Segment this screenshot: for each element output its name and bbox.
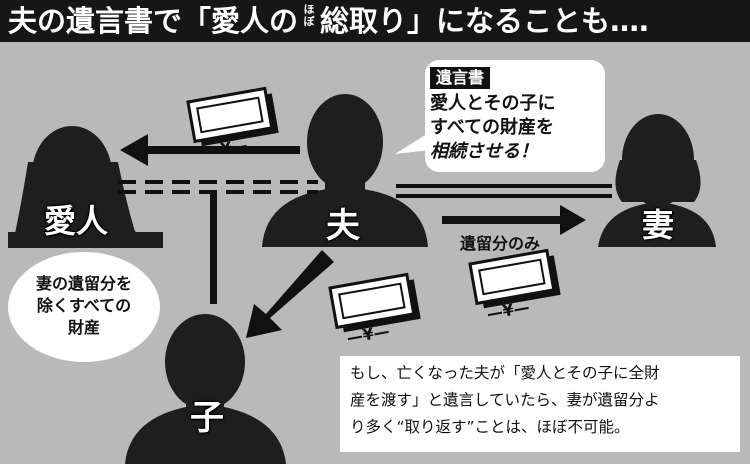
dashed-relation-line xyxy=(118,180,318,194)
title-suffix: 総取り」になることも‥‥ xyxy=(320,4,649,38)
explanation-line-2: 産を渡す」と遺言していたら、妻が遺留分よ xyxy=(350,391,660,409)
wife-silhouette xyxy=(598,114,716,247)
child-label: 子 xyxy=(190,398,224,438)
arrow-to-wife xyxy=(442,205,586,235)
child-line xyxy=(210,192,217,304)
arrow-to-child xyxy=(246,250,334,338)
will-line-1: 愛人とその子に xyxy=(430,93,556,114)
bill-icon-center xyxy=(328,272,421,333)
mistress-share-text: 妻の遺留分を 除くすべての 財産 xyxy=(8,273,160,339)
bill-icon-top xyxy=(186,86,279,147)
reserved-share-label: 遺留分のみ xyxy=(460,234,541,253)
mistress-label: 愛人 xyxy=(44,202,109,240)
mistress-share-line-2: 除くすべての xyxy=(36,296,132,315)
will-line-3: 相続させる！ xyxy=(430,141,538,162)
arrow-to-mistress xyxy=(120,134,300,166)
will-tag: 遺言書 xyxy=(430,67,491,89)
bill-icon-right xyxy=(468,248,561,309)
wife-label: 妻 xyxy=(642,206,675,244)
callout-pointer xyxy=(395,132,430,154)
title-prefix: 夫の遺言書で「愛人の xyxy=(8,4,299,38)
husband-silhouette xyxy=(262,94,428,247)
explanation-line-1: もし、亡くなった夫が「愛人とその子に全財 xyxy=(350,364,660,382)
mistress-share-bubble xyxy=(8,252,160,362)
explanation-line-3: り多く“取り返す”ことは、ほぼ不可能。 xyxy=(350,418,630,436)
title-bar: 夫の遺言書で「愛人のほぼ総取り」になることも‥‥ xyxy=(0,0,750,42)
title-ruby-1: ほ xyxy=(303,3,315,16)
page-title: 夫の遺言書で「愛人のほぼ総取り」になることも‥‥ xyxy=(8,2,649,40)
explanation-text: もし、亡くなった夫が「愛人とその子に全財 産を渡す」と遺言していたら、妻が遺留分… xyxy=(350,360,738,441)
explanation-box xyxy=(340,356,740,452)
child-silhouette xyxy=(125,314,286,464)
marriage-double-line xyxy=(396,184,612,198)
mistress-silhouette xyxy=(8,126,163,248)
diagram-graphics: —¥— —¥— —¥— xyxy=(8,86,716,464)
mistress-share-line-3: 財産 xyxy=(67,318,100,337)
husband-label: 夫 xyxy=(326,206,360,246)
title-ruby: ほぼ xyxy=(298,4,320,28)
will-line-2: すべての財産を xyxy=(430,117,555,138)
will-text: 愛人とその子に すべての財産を 相続させる！ xyxy=(430,92,590,164)
title-ruby-2: ぼ xyxy=(303,15,315,28)
mistress-share-line-1: 妻の遺留分を xyxy=(35,274,132,293)
